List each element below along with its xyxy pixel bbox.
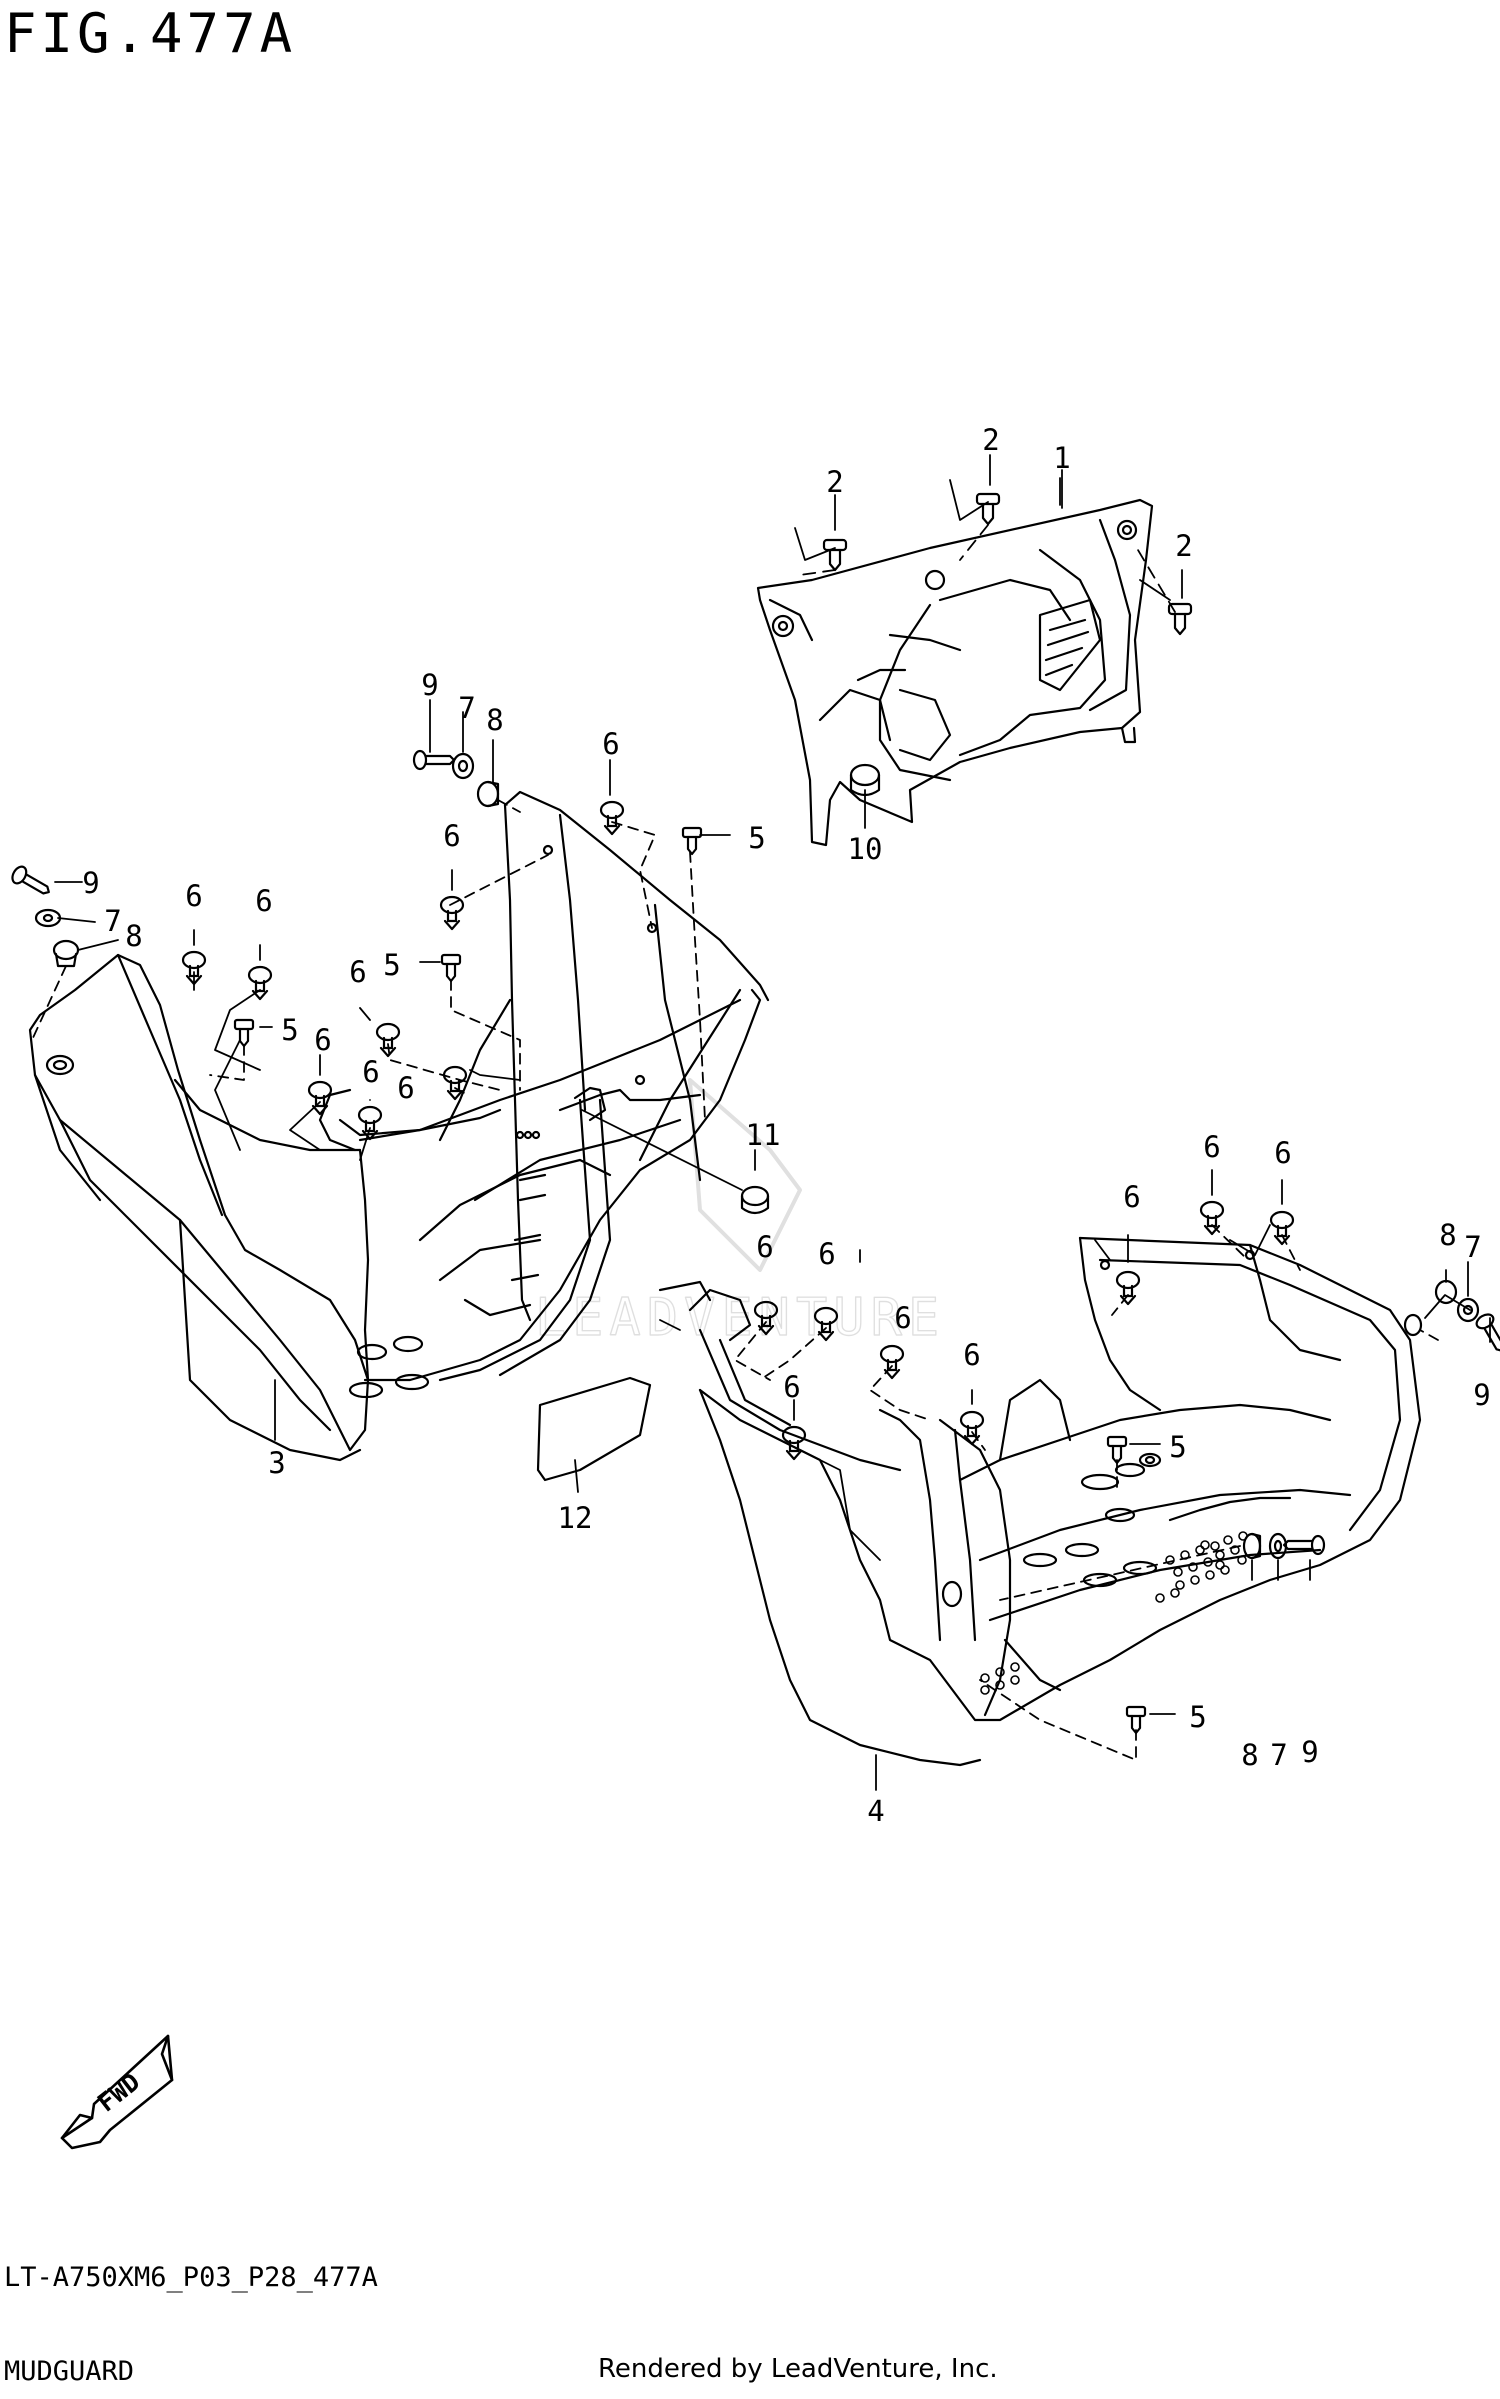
callout-6: 6	[602, 727, 619, 761]
callout-9: 9	[1301, 1735, 1318, 1769]
callout-5: 5	[383, 948, 400, 982]
callout-9: 9	[421, 668, 438, 702]
watermark: LEADVENTURE	[534, 1078, 945, 1349]
callout-5: 5	[1169, 1430, 1186, 1464]
callout-9: 9	[1473, 1378, 1490, 1412]
callout-2: 2	[1175, 529, 1192, 563]
callout-7: 7	[458, 691, 475, 725]
callout-11: 11	[746, 1118, 781, 1152]
callout-5: 5	[281, 1013, 298, 1047]
callout-8: 8	[1241, 1738, 1258, 1772]
callout-labels: 1 2 2 2 3 4 5 5 5 5 5 6 6 6 6 6 6 6 6 6	[82, 423, 1490, 1828]
callout-10: 10	[848, 832, 883, 866]
callout-6: 6	[1274, 1136, 1291, 1170]
render-credit: Rendered by LeadVenture, Inc.	[598, 2354, 998, 2384]
figure-title: FIG.477A	[4, 2, 297, 65]
part-3-footrest-bracket	[338, 1086, 702, 1382]
screw-2-group	[822, 492, 1193, 636]
callout-6: 6	[314, 1023, 331, 1057]
part-3-left-mudguard	[28, 953, 762, 1462]
callout-6: 6	[185, 879, 202, 913]
callout-2: 2	[826, 465, 843, 499]
callout-12: 12	[558, 1501, 593, 1535]
callout-6: 6	[443, 819, 460, 853]
callout-6: 6	[963, 1338, 980, 1372]
fastener-group	[11, 749, 1500, 1735]
callout-6: 6	[894, 1301, 911, 1335]
part-4-right-mudguard	[658, 1236, 1423, 1767]
callout-6: 6	[818, 1237, 835, 1271]
part-4-tread-dots	[980, 1531, 1248, 1695]
part-11-grommet	[740, 1185, 770, 1215]
forward-direction-arrow: FWD	[60, 2034, 174, 2150]
callout-4: 4	[867, 1794, 884, 1828]
callout-1: 1	[1053, 441, 1070, 475]
callout-6: 6	[349, 955, 366, 989]
callout-8: 8	[486, 703, 503, 737]
callout-8: 8	[125, 919, 142, 953]
callout-6: 6	[1123, 1180, 1140, 1214]
callout-6: 6	[756, 1230, 773, 1264]
callout-7: 7	[1464, 1230, 1481, 1264]
part-12-pad	[536, 1376, 652, 1482]
callout-5: 5	[748, 821, 765, 855]
callout-6: 6	[255, 884, 272, 918]
part-3-upper-panel	[438, 790, 770, 1322]
callout-7: 7	[104, 904, 121, 938]
callout-6: 6	[362, 1055, 379, 1089]
callout-6: 6	[397, 1071, 414, 1105]
callout-9: 9	[82, 866, 99, 900]
section-name: MUDGUARD	[4, 2356, 135, 2387]
part-1-rear-inner-fender	[756, 498, 1154, 847]
callout-8: 8	[1439, 1218, 1456, 1252]
callout-6: 6	[783, 1370, 800, 1404]
watermark-text: LEADVENTURE	[535, 1288, 945, 1348]
callout-5: 5	[1189, 1700, 1206, 1734]
callout-3: 3	[268, 1446, 285, 1480]
leader-lines	[31, 454, 1491, 1791]
model-code: LT-A750XM6_P03_P28_477A	[4, 2262, 378, 2293]
callout-7: 7	[1270, 1738, 1287, 1772]
callout-2: 2	[982, 423, 999, 457]
callout-6: 6	[1203, 1130, 1220, 1164]
